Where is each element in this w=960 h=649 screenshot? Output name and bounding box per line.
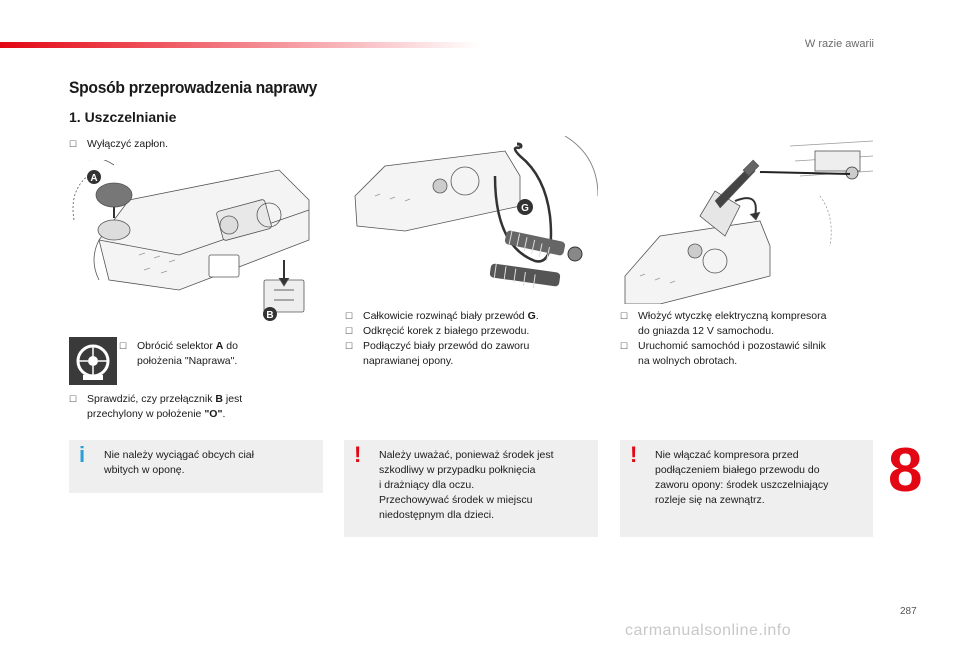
label-b-text: B	[266, 310, 273, 321]
repair-mode-icon	[69, 337, 117, 385]
warning-icon: !	[354, 442, 362, 467]
checkbox-bullet-icon: ☐	[69, 394, 78, 404]
label-g-badge	[517, 199, 533, 215]
hose-connector-top	[504, 230, 583, 262]
info-box: i Nie należy wyciągać obcych ciał wbityc…	[69, 440, 323, 493]
checkbox-bullet-icon: ☐	[620, 341, 629, 351]
info-text-line: Nie należy wyciągać obcych ciał	[104, 449, 254, 461]
compressor-selector-illustration: A B	[72, 160, 310, 321]
warning-text-line: Nie włączać kompresora przed	[655, 449, 799, 461]
watermark: carmanualsonline.info	[625, 622, 792, 639]
section-label: W razie awarii	[804, 38, 874, 50]
step-turn-off-ignition: ☐ Wyłączyć zapłon.	[69, 137, 168, 152]
label-g-text: G	[521, 203, 529, 214]
step-check-switch: ☐Sprawdzić, czy przełącznik B jest przec…	[69, 393, 243, 420]
checkbox-bullet-icon: ☐	[345, 311, 354, 321]
warning-text-line: podłączeniem białego przewodu do	[655, 464, 820, 476]
power-plug-illustration	[624, 140, 873, 304]
warning-text-line: Należy uważać, ponieważ środek jest	[379, 449, 554, 461]
step-turn-selector: ☐Obrócić selektor A do położenia "Napraw…	[119, 340, 238, 367]
hose-steps: ☐Całkowicie rozwinąć biały przewód G. ☐O…	[345, 310, 539, 367]
checkbox-bullet-icon: ☐	[119, 341, 128, 351]
checkbox-bullet-icon: ☐	[69, 139, 78, 149]
section-subtitle: 1. Uszczelnianie	[69, 109, 177, 125]
warning-text-line: rozleje się na zewnątrz.	[655, 494, 765, 506]
info-icon: i	[79, 442, 86, 467]
step-text: Wyłączyć zapłon.	[87, 138, 169, 150]
label-a-text: A	[90, 173, 97, 184]
hose-illustration: G	[345, 136, 598, 304]
plug-steps: ☐Włożyć wtyczkę elektryczną kompresora d…	[620, 310, 827, 367]
info-text-line: wbitych w oponę.	[104, 464, 185, 476]
warning-box-compressor: ! Nie włączać kompresora przed podłączen…	[620, 440, 873, 537]
warning-box-harmful: ! Należy uważać, ponieważ środek jest sz…	[344, 440, 598, 537]
label-a-badge	[87, 170, 101, 184]
warning-text-line: szkodliwy w przypadku połknięcia	[379, 464, 536, 476]
checkbox-bullet-icon: ☐	[620, 311, 629, 321]
warning-icon: !	[630, 442, 638, 467]
warning-text-line: Przechowywać środek w miejscu	[379, 494, 533, 506]
page-title: Sposób przeprowadzenia naprawy	[69, 78, 318, 97]
header-accent-bar	[0, 42, 480, 48]
hose-connector-bottom	[489, 263, 561, 289]
checkbox-bullet-icon: ☐	[345, 326, 354, 336]
warning-text-line: zaworu opony: środek uszczelniający	[655, 479, 829, 491]
warning-text-line: niedostępnym dla dzieci.	[379, 509, 494, 521]
warning-text-line: i drażniący dla oczu.	[379, 479, 475, 491]
chapter-number: 8	[888, 436, 923, 505]
page-number: 287	[900, 606, 917, 617]
checkbox-bullet-icon: ☐	[345, 341, 354, 351]
label-b-badge	[263, 307, 277, 321]
